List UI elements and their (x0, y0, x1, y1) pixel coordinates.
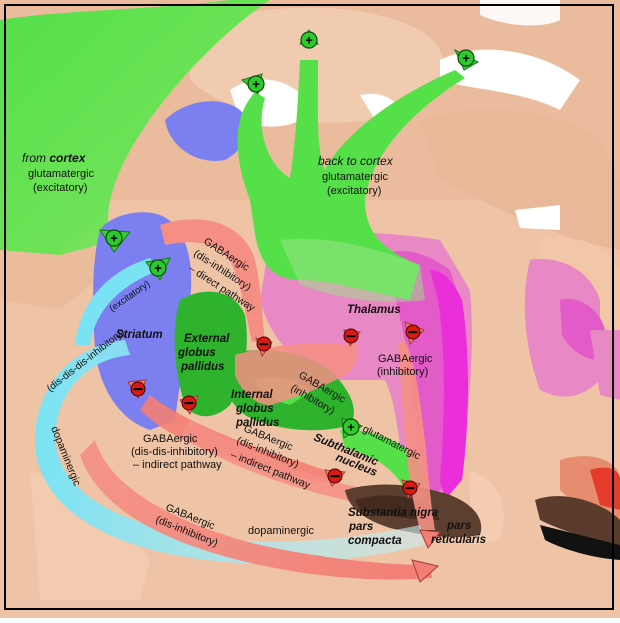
excitatory-plus-icon (149, 259, 167, 277)
excitatory-plus-icon (342, 418, 360, 436)
snr-thalamus-label-1: GABAergic (378, 353, 433, 365)
indirect-pathway-label-3: – indirect pathway (133, 459, 222, 471)
excitatory-plus-icon (457, 49, 475, 67)
pars-reticularis-label-1: pars (446, 520, 471, 532)
snr-thalamus-label-2: (inhibitory) (377, 366, 428, 378)
striatum-region (93, 101, 248, 430)
pallido-thalamic-arrow (235, 335, 358, 405)
internal-gp-label-1: Internal (231, 389, 273, 401)
from-cortex-label: from cortex (22, 151, 87, 165)
internal-gp-label-2: globus (235, 403, 274, 415)
pars-reticularis-label-2: reticularis (431, 534, 486, 546)
striatonigral-arrow (80, 440, 432, 580)
pars-compacta-label-1: pars (348, 521, 373, 533)
thalamus-label: Thalamus (347, 304, 401, 316)
from-cortex-type: glutamatergic (28, 168, 95, 180)
svg-text:+: + (347, 420, 355, 435)
indirect-pathway-arrows (140, 395, 400, 508)
direct-pathway-arrow (160, 219, 265, 342)
excitatory-plus-icon (300, 31, 318, 49)
svg-text:+: + (110, 231, 118, 246)
back-to-cortex-label: back to cortex (318, 154, 394, 168)
external-gp-label-1: External (184, 333, 230, 345)
from-cortex-effect: (excitatory) (33, 182, 87, 194)
substantia-nigra-label: Substantia nigra (348, 507, 439, 519)
synapse-markers: + + + + + + (99, 29, 480, 583)
internal-gp-label-3: pallidus (235, 417, 279, 429)
cortical-input-region (0, 0, 270, 255)
thalamocortical-output-region (237, 60, 465, 302)
svg-text:+: + (462, 51, 470, 66)
excitatory-plus-icon (247, 75, 265, 93)
svg-text:+: + (252, 77, 260, 92)
svg-text:+: + (154, 261, 162, 276)
excitatory-plus-icon (105, 229, 123, 247)
svg-text:+: + (305, 33, 313, 48)
external-gp-label-2: globus (177, 347, 216, 359)
external-gp-label-3: pallidus (180, 361, 224, 373)
subthalamic-output-arrow (340, 429, 425, 490)
labels: from cortex glutamatergic (excitatory) b… (22, 151, 486, 549)
back-to-cortex-effect: (excitatory) (327, 185, 381, 197)
back-to-cortex-type: glutamatergic (322, 171, 389, 183)
dopaminergic-bottom-label: dopaminergic (248, 525, 315, 537)
striatum-label: Striatum (116, 329, 163, 341)
nigro-thalamic-arrow (398, 340, 435, 530)
indirect-pathway-label-1: GABAergic (143, 433, 198, 445)
pars-compacta-label-2: compacta (348, 535, 402, 547)
indirect-pathway-label-2: (dis-dis-inhibitory) (131, 446, 218, 458)
frame-border (4, 4, 614, 610)
